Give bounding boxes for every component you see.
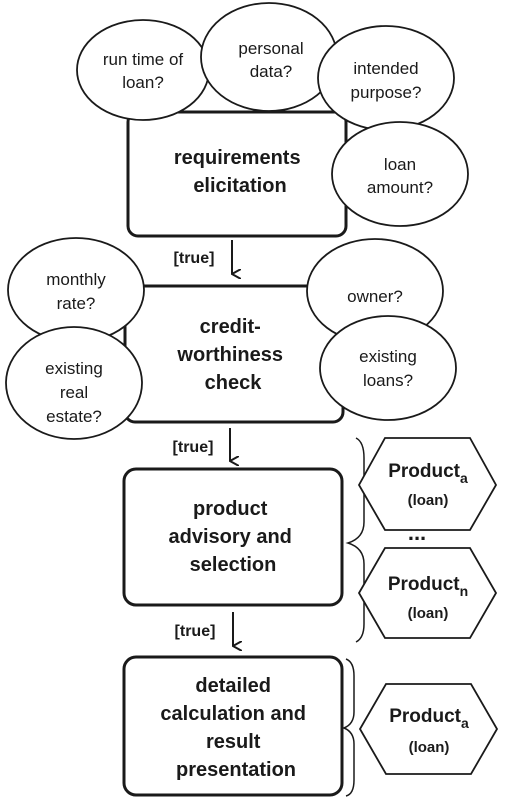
step-requirements-elicitation-label: requirements elicitation (174, 147, 306, 197)
svg-text:(loan): (loan) (408, 605, 449, 622)
ellipsis-dots: ... (408, 520, 426, 545)
svg-text:Productn: Productn (388, 574, 468, 599)
svg-text:owner?: owner? (347, 287, 403, 306)
product-hexagon-n: Productn (loan) (357, 547, 498, 639)
svg-text:Producta: Producta (389, 706, 469, 731)
brace-step-4 (341, 658, 355, 797)
product-hexagon-a: Producta (loan) (357, 437, 498, 531)
step-requirements-elicitation-box (126, 110, 348, 238)
svg-text:Producta: Producta (388, 461, 468, 486)
step-detailed-calculation-label: detailed calculation and result presenta… (160, 675, 311, 781)
step-product-advisory-box (122, 467, 344, 607)
svg-text:(loan): (loan) (408, 492, 449, 509)
step-creditworthiness-check-label: credit- worthiness check (176, 316, 288, 394)
guard-label-1: [true] (174, 250, 215, 267)
product-hexagon-a-final: Producta (loan) (358, 683, 499, 775)
guard-label-2: [true] (173, 439, 214, 456)
step-product-advisory-label: product advisory and selection (169, 498, 298, 576)
svg-text:(loan): (loan) (409, 739, 450, 756)
guard-label-3: [true] (175, 623, 216, 640)
brace-step-3 (345, 437, 365, 643)
step-detailed-calculation-box (122, 655, 344, 797)
